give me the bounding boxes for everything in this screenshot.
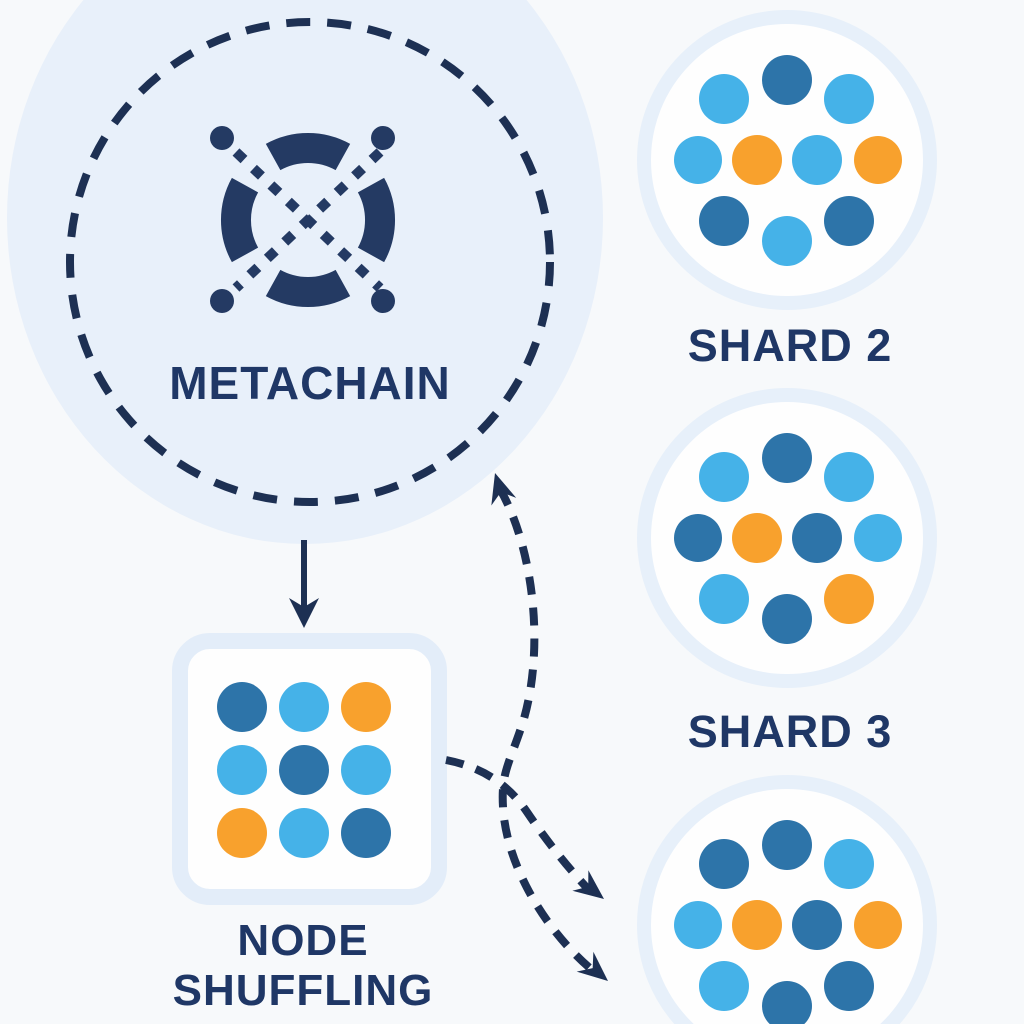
- shard-node-dot: [854, 901, 902, 949]
- arrowhead-icon: [572, 870, 604, 899]
- shard-node-dot: [762, 55, 812, 105]
- arrowhead-icon: [576, 951, 608, 981]
- shard-node-dot: [824, 196, 874, 246]
- dashed-s-curve: [496, 487, 594, 973]
- shard-node-dot: [674, 136, 722, 184]
- shard-node-dot: [762, 820, 812, 870]
- dashed-arrow-shard-metachain: [491, 473, 608, 981]
- shard-node-dot: [699, 839, 749, 889]
- elrond-logo-icon: [210, 126, 395, 313]
- shard-node-dot: [792, 135, 842, 185]
- shard-node-dot: [824, 74, 874, 124]
- shard-node-dot: [699, 452, 749, 502]
- node-shuffling-label-line2: SHUFFLING: [172, 966, 434, 1015]
- node-grid-dot: [217, 808, 267, 858]
- shard-node-dot: [854, 514, 902, 562]
- shard-node-dot: [824, 574, 874, 624]
- shard-node-dot: [699, 574, 749, 624]
- dashed-arrow-box-to-shard: [445, 756, 604, 899]
- node-grid-dot: [279, 745, 329, 795]
- shard-node-dot: [762, 433, 812, 483]
- arrow-down-head-icon: [289, 598, 319, 628]
- node-shuffling-grid: [217, 682, 391, 858]
- arrowhead-up-icon: [491, 473, 517, 506]
- shard-3-label: SHARD 3: [687, 706, 893, 757]
- shard-node-dot: [824, 961, 874, 1011]
- shard-2-label: SHARD 2: [687, 320, 893, 371]
- node-grid-dot: [217, 745, 267, 795]
- shard-node-dot: [824, 452, 874, 502]
- metachain-label: METACHAIN: [169, 357, 451, 409]
- shard-node-dot: [762, 981, 812, 1024]
- metachain-dashed-ring: [66, 18, 554, 506]
- shard-node-dot: [762, 594, 812, 644]
- shard-bottom-nodes: [674, 820, 902, 1024]
- shard-node-dot: [854, 136, 902, 184]
- logo-corner-dots: [210, 126, 395, 313]
- shard-node-dot: [792, 513, 842, 563]
- dashed-curve: [445, 756, 592, 893]
- node-grid-dot: [217, 682, 267, 732]
- node-grid-dot: [279, 682, 329, 732]
- node-grid-dot: [341, 808, 391, 858]
- shard-3-nodes: [674, 433, 902, 644]
- shard-node-dot: [792, 900, 842, 950]
- shard-2-nodes: [674, 55, 902, 266]
- shard-node-dot: [732, 900, 782, 950]
- logo-ring-arcs: [221, 133, 395, 307]
- shard-node-dot: [824, 839, 874, 889]
- shard-node-dot: [732, 135, 782, 185]
- node-grid-dot: [279, 808, 329, 858]
- shard-node-dot: [699, 196, 749, 246]
- shard-node-dot: [674, 514, 722, 562]
- logo-dashed-x: [232, 148, 384, 292]
- shard-node-dot: [699, 961, 749, 1011]
- metachain-circle: [7, 0, 603, 544]
- shard-node-dot: [674, 901, 722, 949]
- arrow-metachain-to-shuffling: [289, 540, 319, 628]
- shard-node-dot: [699, 74, 749, 124]
- node-shuffling-label-line1: NODE: [237, 916, 369, 965]
- node-shuffling-label: NODE SHUFFLING: [173, 916, 434, 1016]
- node-grid-dot: [341, 745, 391, 795]
- shard-node-dot: [762, 216, 812, 266]
- node-grid-dot: [341, 682, 391, 732]
- shard-node-dot: [732, 513, 782, 563]
